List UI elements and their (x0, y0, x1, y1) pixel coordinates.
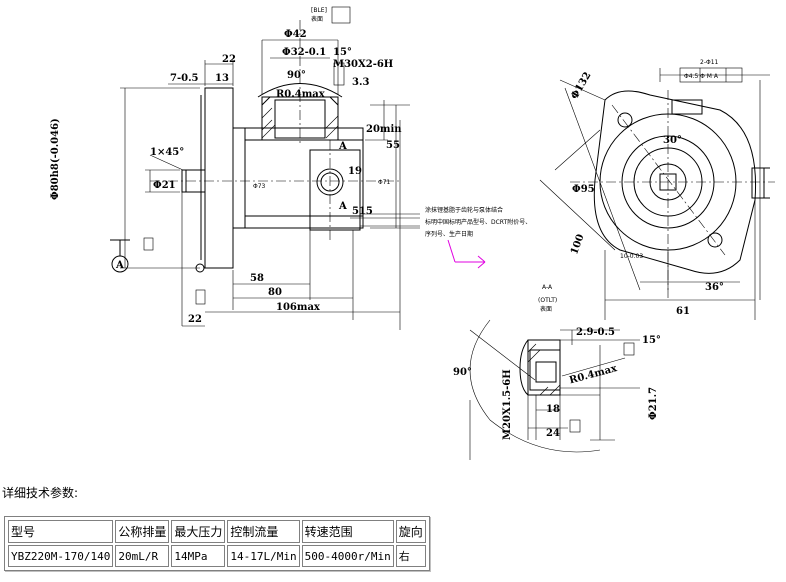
dim-d10: 10-0.03 (620, 253, 643, 260)
annotation-note1: 涂抹锂基脂于齿轮与泵体结合 (425, 206, 503, 214)
dim-d19: 19 (348, 166, 362, 177)
cell-speed-range: 500-4000r/Min (301, 545, 394, 567)
dim-d13: 13 (215, 73, 229, 84)
header-speed-range: 转速范围 (301, 520, 394, 543)
flange-outline (204, 87, 234, 269)
dim-d22b: 22 (188, 314, 202, 325)
dim-d21: Φ21 (153, 180, 176, 191)
dim-d90b: 90° (453, 367, 472, 378)
section-sub-line2: 表面 (540, 305, 552, 313)
dim-d106: 106max (276, 302, 321, 313)
dim-d61: 61 (676, 306, 690, 317)
pump-drawing-svg: [BLE] 表面 Φ42 Φ32-0.1 15° M30X2-6H 90° R0… (50, 6, 775, 460)
dim-m30: M30X2-6H (333, 59, 393, 70)
technical-drawing: [BLE] 表面 Φ42 Φ32-0.1 15° M30X2-6H 90° R0… (50, 6, 775, 460)
dim-d95: Φ95 (572, 184, 595, 195)
dim-d24: 24 (546, 428, 560, 439)
section-sub-line1: (OTLT) (538, 297, 557, 304)
top-note-line1: [BLE] (311, 7, 327, 14)
tol-box-text: Φ4.5 Φ M A (684, 73, 719, 80)
header-rotation: 旋向 (395, 520, 426, 543)
pos-mark: 2-Φ11 (700, 59, 719, 66)
cell-model: YBZ220M-170/140 (8, 545, 114, 567)
dim-d15b: 15° (642, 335, 661, 346)
dim-a15: 15° (333, 47, 352, 58)
dim-d32: Φ32-0.1 (282, 47, 326, 58)
dim-d18: 18 (546, 404, 560, 415)
dim-d217: Φ21.7 (648, 387, 659, 420)
dim-d80: Φ80h8(-0.046) (50, 118, 61, 200)
dim-d58: 58 (250, 273, 264, 284)
tolerance-frame (679, 67, 743, 83)
spec-caption: 详细技术参数: (2, 486, 79, 500)
header-max-pressure: 最大压力 (171, 520, 226, 543)
dim-d36: 36° (705, 282, 724, 293)
dim-a90: 90° (287, 70, 306, 81)
dim-d22: 22 (222, 54, 236, 65)
table-row: YBZ220M-170/140 20mL/R 14MPa 14-17L/Min … (8, 545, 426, 567)
table-header-row: 型号 公称排量 最大压力 控制流量 转速范围 旋向 (8, 520, 426, 543)
dim-m20: M20X1.5-6H (502, 369, 513, 440)
cell-control-flow: 14-17L/Min (227, 545, 300, 567)
cell-max-pressure: 14MPa (171, 545, 226, 567)
header-displacement: 公称排量 (115, 520, 170, 543)
dim-d71: Φ71 (378, 179, 391, 186)
cell-displacement: 20mL/R (115, 545, 170, 567)
spec-table: 型号 公称排量 最大压力 控制流量 转速范围 旋向 YBZ220M-170/14… (6, 518, 428, 569)
dim-d80b: 80 (268, 287, 282, 298)
dim-d7: 7-0.5 (170, 73, 199, 84)
datum-a-label: A (115, 260, 124, 271)
pump-body-outline (232, 127, 364, 229)
dim-d515: 515 (352, 206, 373, 217)
spec-table-frame: 型号 公称排量 最大压力 控制流量 转速范围 旋向 YBZ220M-170/14… (4, 516, 430, 571)
header-control-flow: 控制流量 (227, 520, 300, 543)
dim-d42: Φ42 (284, 29, 307, 40)
dim-d73: Φ73 (253, 183, 266, 190)
dim-30deg: 30° (663, 135, 682, 146)
dim-d33: 3.3 (352, 77, 369, 88)
dim-r04b: R0.4max (568, 363, 619, 387)
annotation-note2: 标明中国标明产品型号、DCRT附价号、 (425, 218, 531, 226)
dim-d20: 20min (366, 124, 402, 135)
label-a1: A (338, 141, 347, 152)
cell-rotation: 右 (395, 545, 426, 567)
header-model: 型号 (8, 520, 114, 543)
dim-d100: 100 (569, 233, 586, 256)
dim-chamfer: 1×45° (150, 147, 184, 158)
section-title: A-A (542, 284, 553, 291)
dim-r04: R0.4max (276, 89, 326, 100)
dim-d55: 55 (386, 140, 400, 151)
top-note-line2: 表面 (311, 15, 323, 23)
label-a2: A (338, 201, 347, 212)
dim-d29: 2.9-0.5 (576, 327, 615, 338)
annotation-note3: 序列号、生产日期 (425, 230, 473, 238)
